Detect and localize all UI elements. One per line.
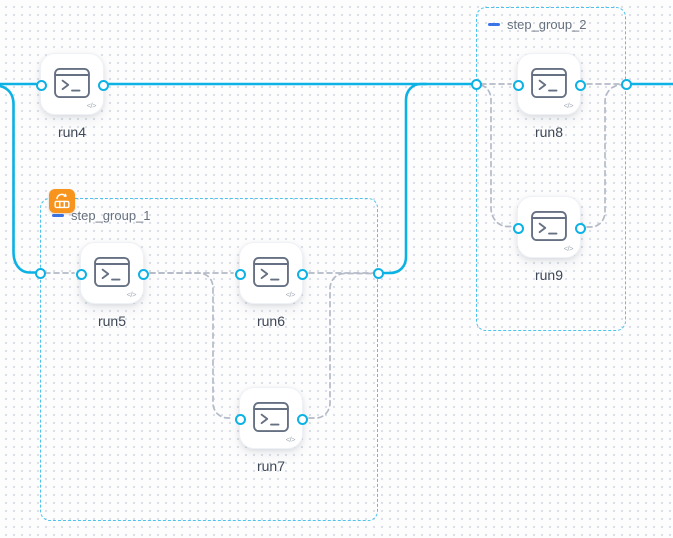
node-run9[interactable]: </> run9 [512, 196, 586, 283]
edge-g2in-run9[interactable] [480, 84, 512, 228]
group-1-label: step_group_1 [71, 208, 151, 223]
node-run7[interactable]: </> run7 [234, 387, 308, 474]
node-run4-label: run4 [57, 124, 87, 140]
node-run6[interactable]: </> run6 [234, 242, 308, 329]
code-icon: </> [285, 290, 296, 299]
port-run7-in[interactable] [234, 413, 246, 425]
terminal-icon [253, 401, 289, 432]
port-run9-in[interactable] [512, 222, 524, 234]
terminal-icon [94, 256, 130, 287]
node-run5[interactable]: </> run5 [75, 242, 149, 329]
port-run7-out[interactable] [296, 413, 308, 425]
port-step-group-2-out[interactable] [620, 78, 632, 90]
collapse-group-1-button[interactable] [52, 213, 64, 218]
node-run4[interactable]: </> run4 [35, 53, 109, 140]
port-run8-out[interactable] [574, 79, 586, 91]
node-run8[interactable]: </> run8 [512, 53, 586, 140]
port-run6-out[interactable] [296, 268, 308, 280]
code-icon: </> [126, 290, 137, 299]
port-run9-out[interactable] [574, 222, 586, 234]
code-icon: </> [86, 101, 97, 110]
node-run7-label: run7 [256, 458, 286, 474]
port-step-group-1-out[interactable] [372, 267, 384, 279]
port-run4-in[interactable] [35, 79, 47, 91]
edge-input-stepgroup1[interactable] [0, 84, 38, 274]
code-icon: </> [563, 244, 574, 253]
group-step-group-2[interactable]: step_group_2 [476, 7, 626, 331]
port-run6-in[interactable] [234, 268, 246, 280]
port-run4-out[interactable] [97, 79, 109, 91]
port-step-group-2-in[interactable] [470, 78, 482, 90]
group-step-group-1[interactable]: step_group_1 [40, 189, 378, 521]
port-run5-in[interactable] [75, 268, 87, 280]
port-step-group-1-in[interactable] [34, 267, 46, 279]
code-icon: </> [563, 101, 574, 110]
terminal-icon [253, 256, 289, 287]
node-run8-label: run8 [534, 124, 564, 140]
edge-stepgroup1-stepgroup2[interactable] [380, 82, 428, 275]
collapse-group-2-button[interactable] [488, 22, 500, 27]
node-run6-label: run6 [256, 313, 286, 329]
edge-run7-g1out[interactable] [308, 272, 374, 419]
node-run9-label: run9 [534, 267, 564, 283]
terminal-icon [531, 67, 567, 98]
port-run8-in[interactable] [512, 79, 524, 91]
node-run5-label: run5 [97, 313, 127, 329]
code-icon: </> [285, 435, 296, 444]
loop-batch-badge-icon [49, 189, 75, 213]
group-2-label: step_group_2 [507, 17, 587, 32]
terminal-icon [54, 67, 90, 98]
port-run5-out[interactable] [137, 268, 149, 280]
edge-run9-g2out[interactable] [586, 83, 623, 228]
terminal-icon [531, 210, 567, 241]
edge-run5-run7[interactable] [149, 272, 234, 419]
